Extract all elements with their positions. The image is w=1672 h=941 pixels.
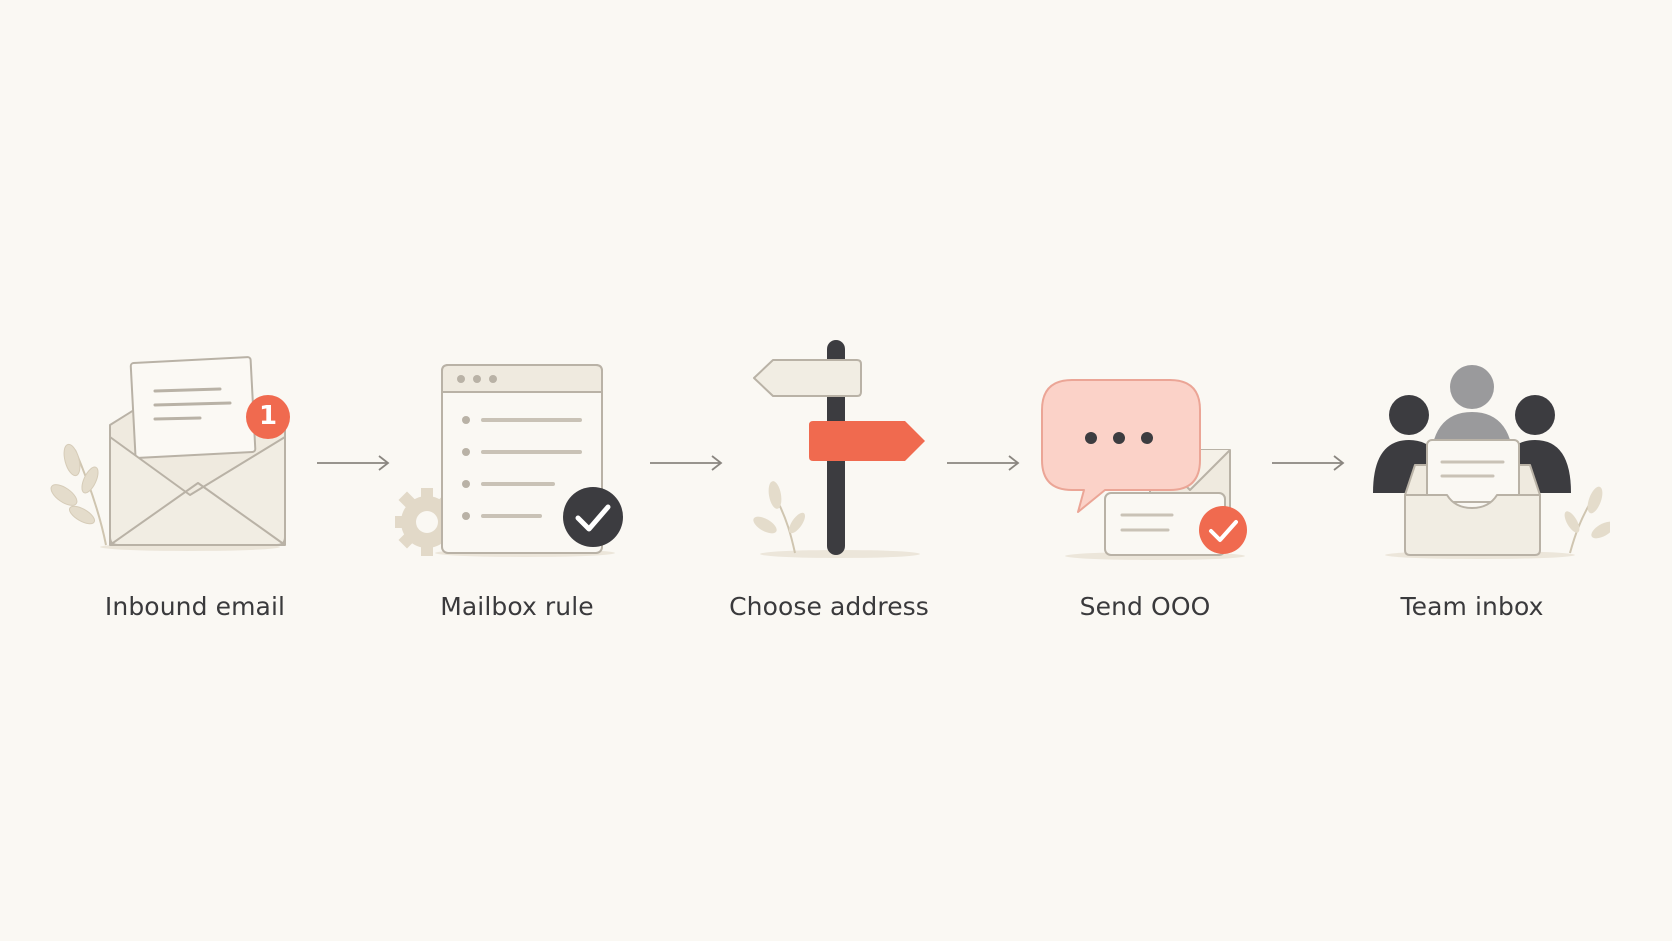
step-label-send-ooo: Send OOO [1079, 592, 1211, 621]
checkmark-icon [563, 487, 623, 547]
checkmark-icon [1199, 506, 1247, 554]
arrow-right-icon [947, 455, 1020, 471]
arrow-right-icon [1272, 455, 1345, 471]
leaf-decoration-icon [753, 481, 806, 554]
step-label-inbound-email: Inbound email [104, 592, 286, 621]
arrow-right-icon [317, 455, 390, 471]
step-label-mailbox-rule: Mailbox rule [440, 592, 594, 621]
open-envelope-icon [50, 356, 290, 551]
team-inbox-icon [1373, 365, 1610, 559]
ellipsis-icon [1085, 432, 1153, 444]
notification-badge-count: 1 [258, 401, 278, 431]
chat-bubble-reply-icon [1041, 379, 1247, 560]
notification-badge [246, 395, 290, 439]
arrow-right-icon [650, 455, 723, 471]
leaf-decoration-icon [1564, 486, 1610, 554]
signpost-icon [753, 340, 925, 558]
rule-document-icon [395, 364, 623, 557]
step-label-choose-address: Choose address [729, 592, 929, 621]
step-label-team-inbox: Team inbox [1400, 592, 1544, 621]
leaf-decoration-icon [50, 443, 107, 546]
